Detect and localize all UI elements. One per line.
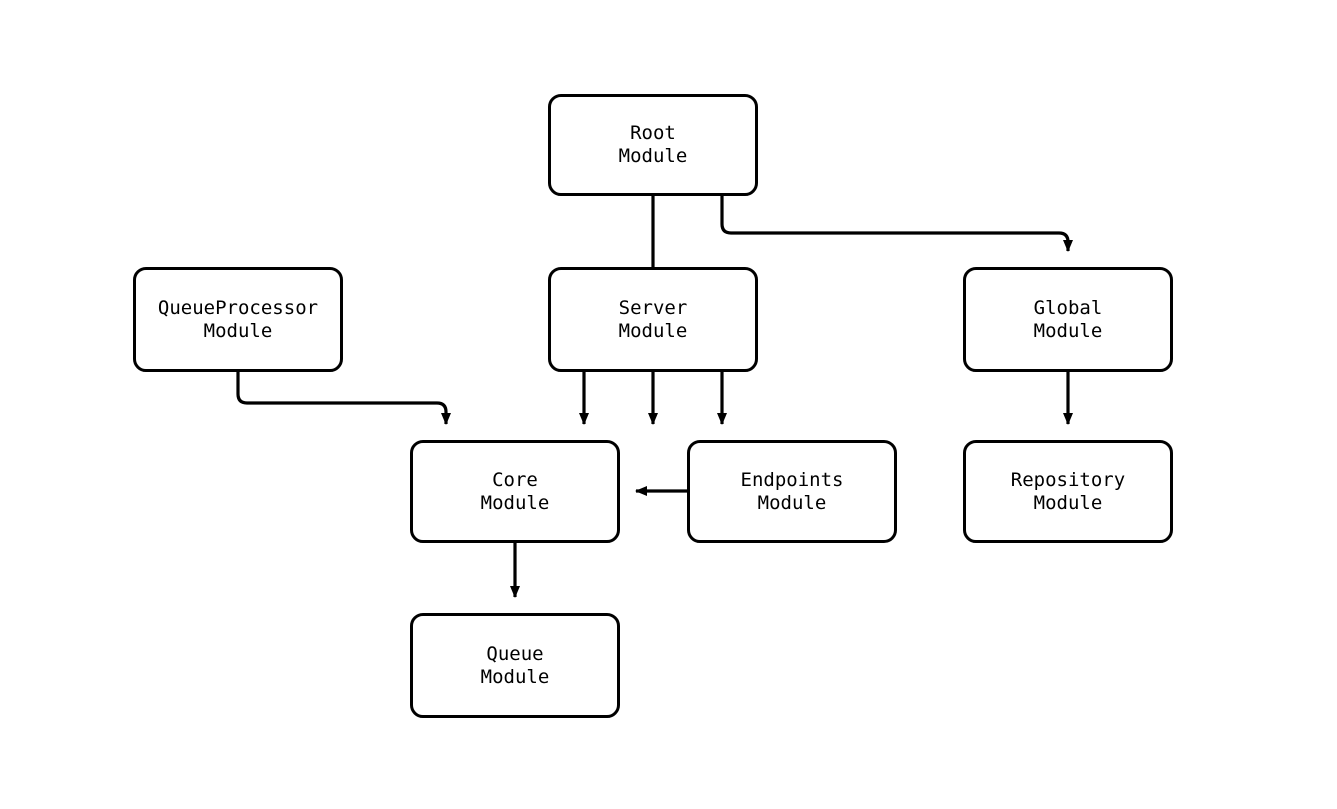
node-endpoints-module-name: Endpoints xyxy=(740,468,844,491)
node-repository-module-name: Repository xyxy=(1010,468,1126,491)
node-queue-module-suffix: Module xyxy=(480,665,550,688)
node-core-module-suffix: Module xyxy=(480,491,550,514)
node-queue-module[interactable]: Queue Module xyxy=(410,613,620,718)
edge-queueprocessor-to-core xyxy=(236,372,451,425)
node-endpoints-module[interactable]: Endpoints Module xyxy=(687,440,897,543)
node-queueprocessor-module-suffix: Module xyxy=(203,319,273,342)
node-core-module[interactable]: Core Module xyxy=(410,440,620,543)
node-server-module[interactable]: Server Module xyxy=(548,267,758,372)
node-endpoints-module-suffix: Module xyxy=(757,491,827,514)
node-global-module-name: Global xyxy=(1033,296,1103,319)
node-root-module[interactable]: Root Module xyxy=(548,94,758,196)
node-global-module-suffix: Module xyxy=(1033,319,1103,342)
node-root-module-suffix: Module xyxy=(618,145,688,167)
edge-root-to-global xyxy=(720,196,1073,252)
node-global-module[interactable]: Global Module xyxy=(963,267,1173,372)
node-repository-module-suffix: Module xyxy=(1033,491,1103,514)
node-repository-module[interactable]: Repository Module xyxy=(963,440,1173,543)
node-queueprocessor-module[interactable]: QueueProcessor Module xyxy=(133,267,343,372)
node-server-module-name: Server xyxy=(618,296,688,319)
node-server-module-suffix: Module xyxy=(618,319,688,342)
node-queueprocessor-module-name: QueueProcessor xyxy=(157,296,319,319)
node-root-module-name: Root xyxy=(630,122,676,144)
node-core-module-name: Core xyxy=(492,468,538,491)
node-queue-module-name: Queue xyxy=(486,642,544,665)
